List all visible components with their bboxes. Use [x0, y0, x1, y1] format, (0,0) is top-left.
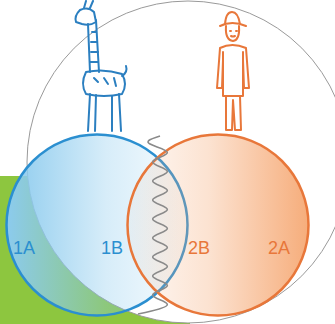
region-label: 1B: [101, 239, 123, 257]
region-label: 2B: [188, 239, 210, 257]
circle-outline: [126, 133, 310, 317]
region-label: 2A: [268, 239, 290, 257]
man-figure: [217, 12, 249, 130]
llama-figure: [76, 1, 127, 131]
spring-coil: [138, 136, 167, 314]
region-label: 1A: [13, 239, 35, 257]
venn-circle: 2B 2A: [126, 133, 310, 317]
circle-shape: [128, 135, 309, 316]
